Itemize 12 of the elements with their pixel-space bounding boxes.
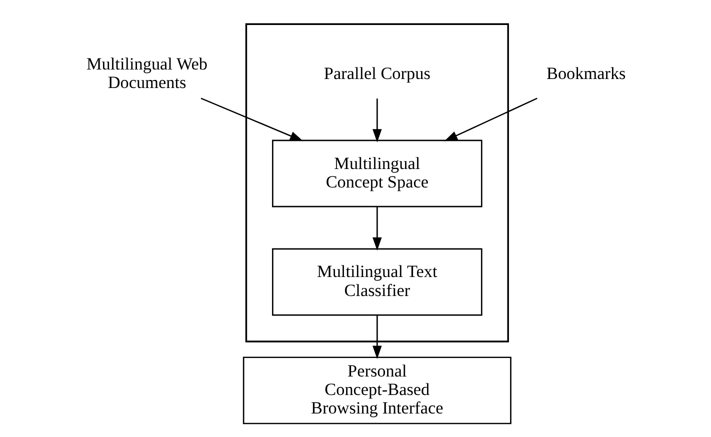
node-box: Multilingual Concept Space	[272, 140, 482, 208]
node-box: Multilingual Text Classifier	[272, 248, 482, 316]
arrow	[200, 98, 303, 142]
node-text: Bookmarks	[546, 64, 626, 83]
arrow	[372, 206, 382, 251]
node-text: Multilingual Web Documents	[86, 54, 208, 92]
arrow	[372, 98, 382, 142]
arrow	[372, 315, 382, 360]
cluster	[244, 23, 508, 342]
arrow	[444, 98, 537, 142]
node-box: Personal Concept-Based Browsing Interface	[242, 356, 511, 424]
node-text: Parallel Corpus	[323, 64, 430, 83]
